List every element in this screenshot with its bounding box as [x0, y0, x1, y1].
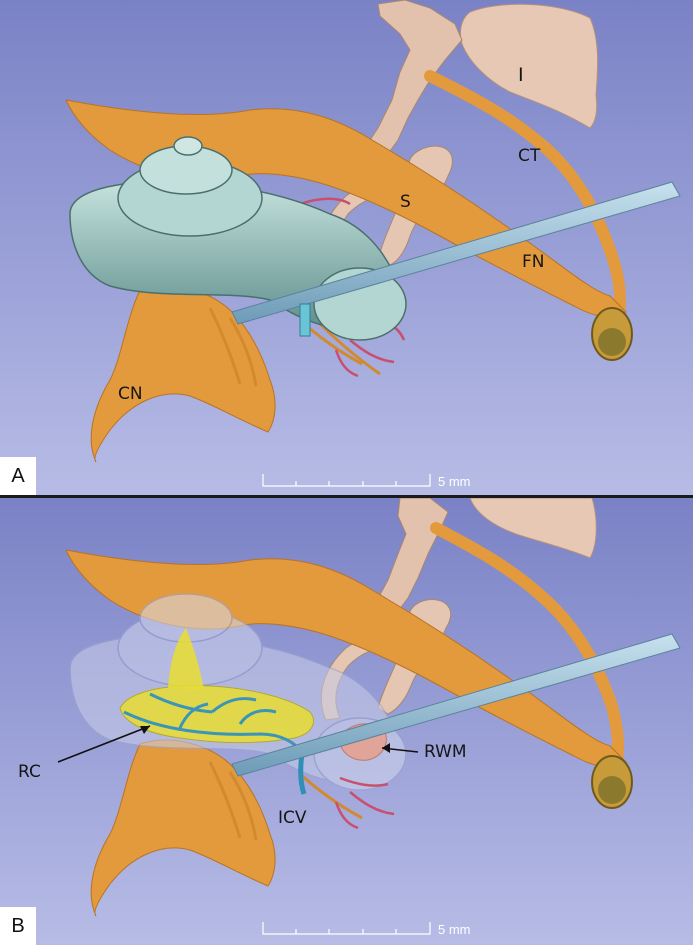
label-chorda-tympani: CT — [518, 146, 541, 166]
label-round-window-membrane: RWM — [424, 742, 467, 762]
electrode-rod — [231, 181, 681, 325]
label-cochlear-nerve: CN — [118, 384, 143, 404]
panel-a-scene — [0, 0, 693, 495]
panel-divider — [0, 495, 693, 498]
incus-bone — [459, 3, 599, 129]
facial-nerve-end-core — [598, 328, 626, 356]
panel-b-letter: B — [0, 907, 36, 945]
facial-nerve-end-core-b — [598, 776, 626, 804]
label-incus: I — [518, 64, 524, 86]
label-stapes: S — [400, 192, 411, 212]
panel-b-scene — [0, 498, 693, 945]
vessels-red-b — [334, 776, 395, 830]
blue-vessel-network — [123, 692, 304, 755]
nerve-fibers — [208, 307, 381, 387]
ossicle-stalk — [365, 0, 463, 159]
arrow-rc-head — [140, 726, 150, 734]
arrow-rwm-head — [382, 743, 390, 753]
arrow-rc — [57, 725, 151, 763]
nerve-fibers-b — [208, 761, 363, 841]
label-inferior-cochlear-vein: ICV — [278, 808, 307, 828]
label-round-window: RC — [18, 762, 41, 782]
panel-b-scale-bar — [262, 922, 431, 935]
panel-b: RC RWM ICV B 5 mm — [0, 498, 693, 945]
yellow-column — [168, 628, 204, 690]
electrode-rod-b — [231, 633, 681, 777]
incus-bone-b — [469, 498, 597, 559]
panel-a: I CT S FN CN A 5 mm — [0, 0, 693, 495]
chorda-tympani-nerve — [424, 70, 626, 324]
panel-b-scale-label: 5 mm — [438, 922, 471, 937]
panel-a-letter: A — [0, 457, 36, 495]
chorda-tympani-nerve-b — [430, 522, 625, 772]
panel-a-scale-label: 5 mm — [438, 474, 471, 489]
label-facial-nerve: FN — [522, 252, 545, 272]
panel-a-scale-bar — [262, 474, 431, 487]
electrode-clip — [299, 303, 311, 337]
